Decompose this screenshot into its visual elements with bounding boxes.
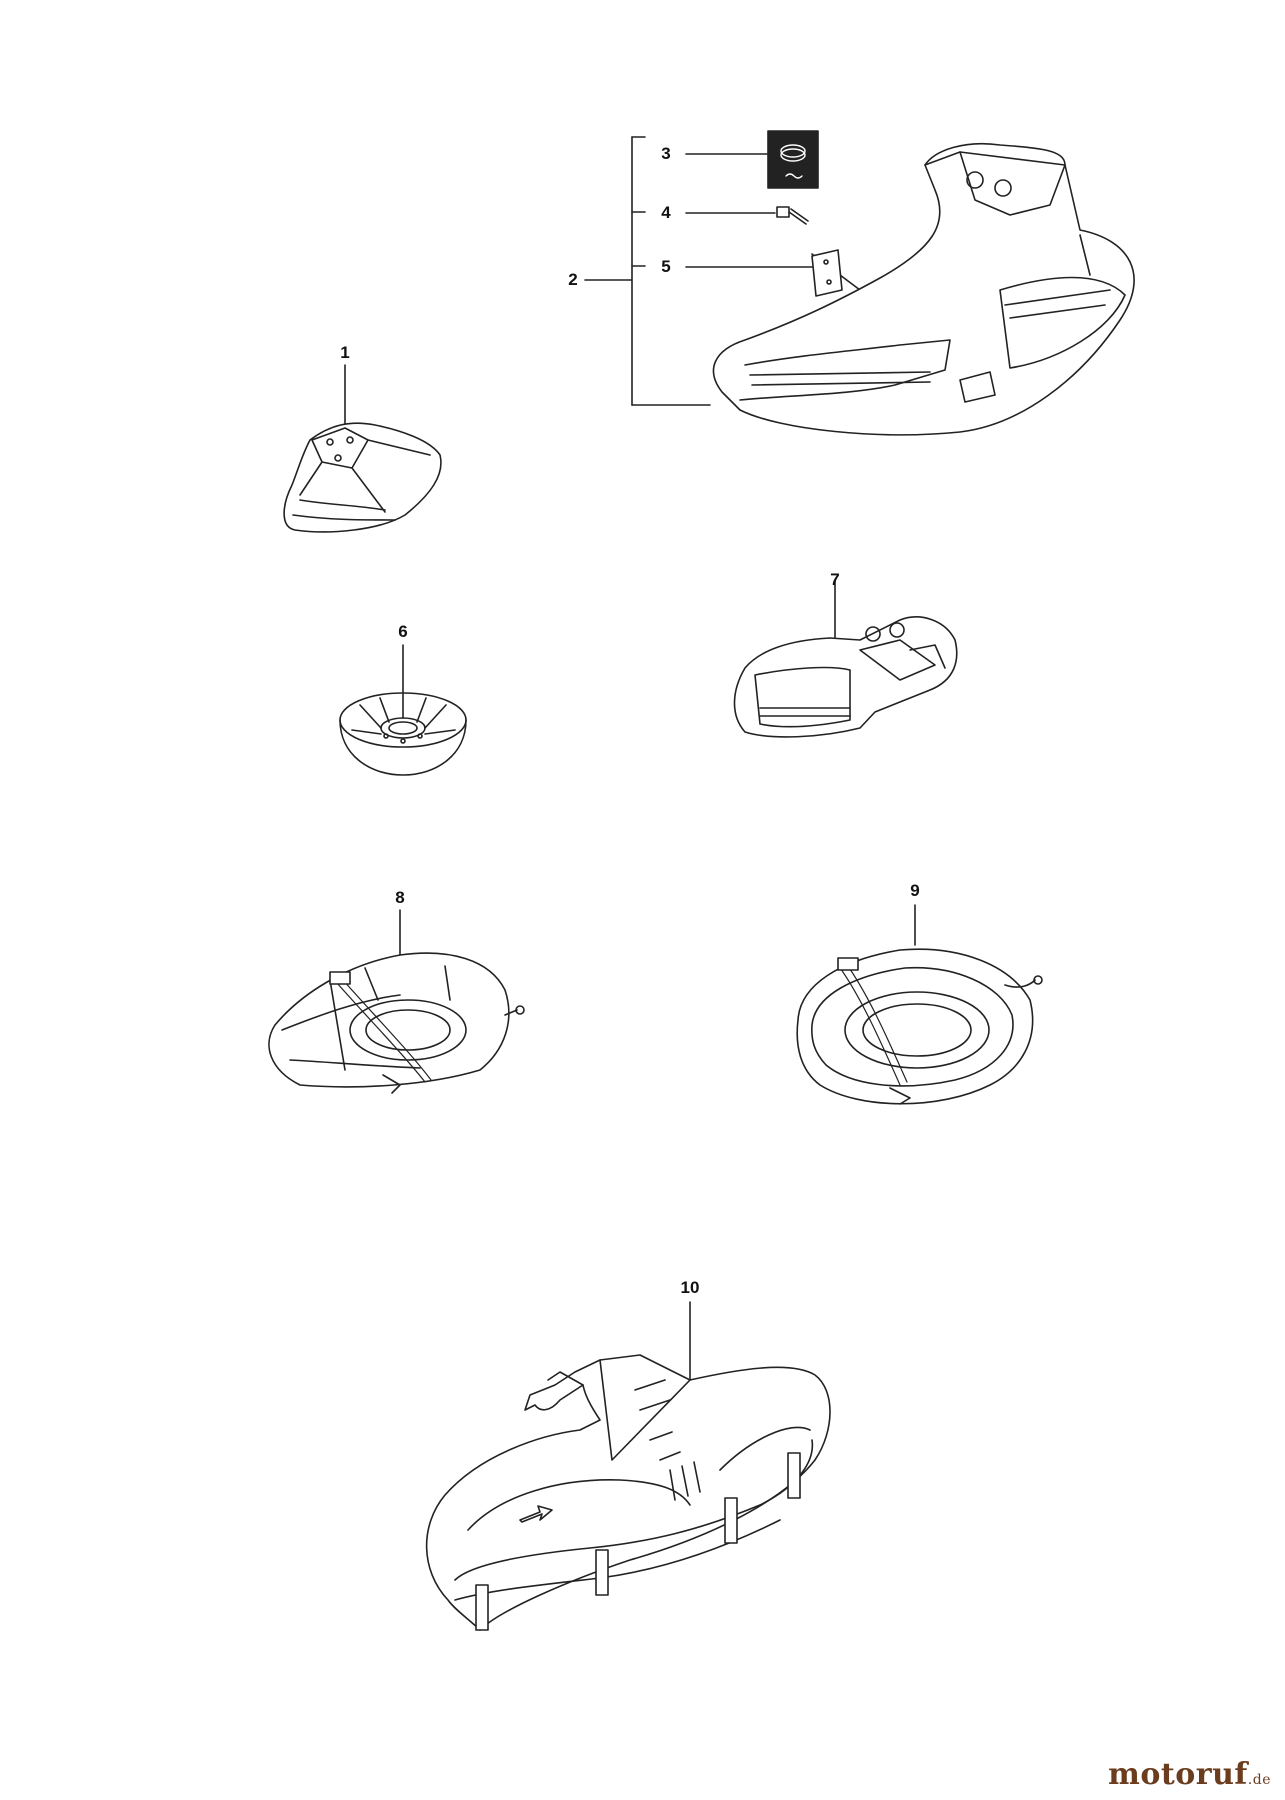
callout-9: 9 — [910, 881, 920, 900]
callout-6: 6 — [398, 622, 408, 641]
watermark-tld: .de — [1247, 1772, 1271, 1788]
callout-7: 7 — [830, 570, 840, 589]
part-3-kit-box-icon — [767, 130, 819, 189]
part-10-large-guard-icon — [425, 1301, 831, 1631]
part-1-small-guard-icon — [283, 364, 442, 533]
callout-5: 5 — [661, 257, 671, 276]
motoruf-watermark: motoruf.de — [1108, 1757, 1271, 1792]
callout-4: 4 — [661, 203, 671, 222]
callout-10: 10 — [680, 1278, 700, 1297]
callout-2: 2 — [568, 270, 578, 289]
part-7-guard-icon — [733, 579, 958, 738]
part-5-plate-icon — [811, 249, 843, 297]
part-8-blade-guard-icon — [268, 909, 525, 1094]
callout-1: 1 — [340, 343, 350, 362]
part-2-large-guard-icon — [712, 142, 1135, 436]
watermark-text: motoruf — [1108, 1757, 1248, 1792]
callout-8: 8 — [395, 888, 405, 907]
part-6-cup-icon — [339, 644, 467, 776]
part-9-round-guard-icon — [796, 904, 1043, 1105]
callout-3: 3 — [661, 144, 671, 163]
part-4-screw-icon — [776, 206, 809, 225]
